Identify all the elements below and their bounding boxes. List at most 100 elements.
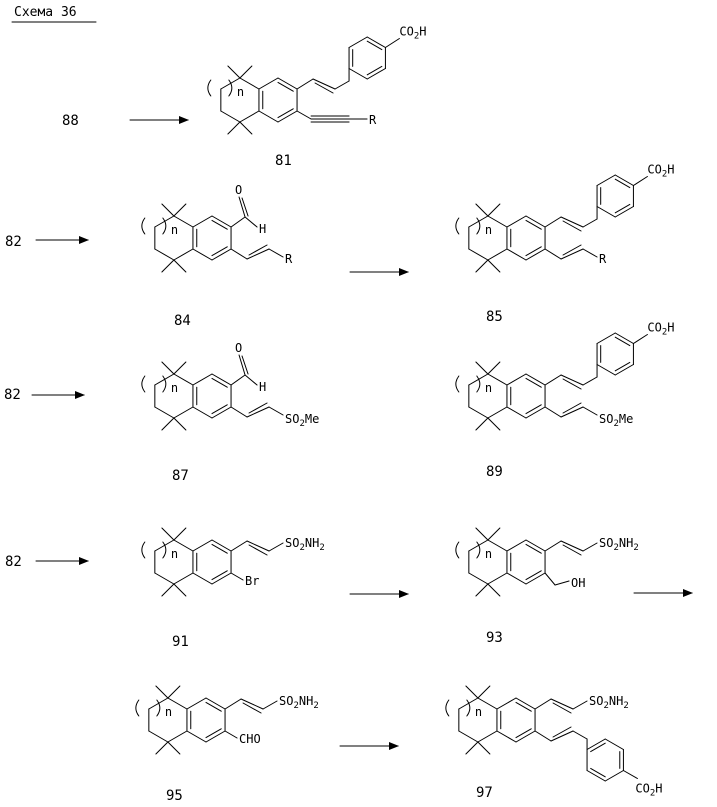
ring-size-n: n (485, 381, 492, 395)
carbonyl-bond (242, 356, 248, 374)
ring-size-n: n (165, 705, 172, 719)
start-compound-label: 82 (4, 387, 21, 403)
ring-size-n: n (237, 85, 244, 99)
ring-bond (174, 249, 193, 260)
ring-bond (193, 540, 212, 551)
ring-bond (469, 573, 488, 584)
methyl-bond (488, 260, 500, 272)
vinyl-bond (583, 219, 597, 227)
methyl-bond (488, 362, 500, 374)
compound-number: 97 (476, 785, 493, 801)
compound-number: 87 (172, 468, 189, 484)
carboxylic-acid-label: CO2H (647, 163, 674, 180)
aromatic-bond (591, 743, 606, 751)
methyl-bond (476, 204, 488, 216)
ring-bond (497, 731, 516, 742)
aromatic-bond (206, 702, 221, 711)
ring-bond (478, 731, 497, 742)
compound-number: 95 (166, 788, 183, 804)
ring-bond (597, 207, 615, 218)
methyl-bond (228, 66, 240, 78)
ring-bond (597, 175, 615, 186)
aromatic-bond (367, 66, 382, 74)
ring-bond (488, 407, 507, 418)
vinyl-bond (231, 249, 247, 259)
ring-bond (507, 540, 526, 551)
aromatic-bond (212, 405, 227, 414)
compound-number: 85 (486, 309, 503, 325)
ring-size-n: n (485, 547, 492, 561)
ring-bond (597, 365, 615, 376)
start-compound-label: 82 (5, 234, 22, 250)
ring-bond (597, 333, 615, 344)
methyl-bond (476, 260, 488, 272)
methyl-bond (156, 742, 168, 754)
aromatic-bond (212, 378, 227, 387)
substituent-bond (231, 573, 243, 580)
compound-85: nCO2HR85 (456, 163, 675, 326)
methyl-bond (162, 418, 174, 430)
methyl-bond (174, 260, 186, 272)
ring-bond (488, 249, 507, 260)
ring-size-n: n (171, 381, 178, 395)
start-compound-label: 88 (62, 113, 79, 129)
methyl-bond (476, 528, 488, 540)
ring-size-n: n (171, 223, 178, 237)
ring-bond (193, 573, 212, 584)
vinyl-bond (583, 543, 597, 551)
compound-87: nOHSO2Me87 (142, 341, 320, 484)
methyl-bond (476, 362, 488, 374)
aldehyde-h-bond (245, 375, 257, 385)
compound-95: n SO2NH2CHO 95 (136, 686, 319, 804)
oxygen-label: O (235, 341, 242, 355)
methyl-bond (476, 584, 488, 596)
vinyl-bond (583, 407, 597, 415)
compound-84: nOHR84 (142, 183, 293, 329)
ring-bond (193, 407, 212, 418)
r-group-label: R (369, 113, 377, 127)
ring-bond (488, 573, 507, 584)
ring-bracket-left (456, 376, 459, 392)
aromatic-bond (526, 220, 541, 229)
vinyl-bond (573, 731, 587, 739)
ring-bond (168, 731, 187, 742)
methyl-bond (162, 260, 174, 272)
ring-bracket-left (446, 700, 449, 716)
methyl-bond (162, 528, 174, 540)
methyl-bond (466, 742, 478, 754)
methyl-bond (488, 584, 500, 596)
methyl-bond (156, 686, 168, 698)
ring-bond (193, 249, 212, 260)
ring-bond (155, 573, 174, 584)
ring-size-n: n (171, 547, 178, 561)
substituent-label: CHO (239, 732, 261, 746)
ring-bond (155, 407, 174, 418)
vinyl-bond (269, 543, 283, 551)
vinyl-bond (545, 249, 561, 259)
ring-bond (193, 374, 212, 385)
sulfonamide-label: SO2NH2 (599, 536, 639, 553)
ring-bond (349, 37, 367, 48)
methyl-bond (240, 122, 252, 134)
vinyl-bond (535, 699, 551, 709)
vinyl-bond (297, 79, 313, 89)
sulfonamide-label: SO2NH2 (279, 694, 319, 711)
ring-bond (221, 111, 240, 122)
methyl-bond (174, 528, 186, 540)
sulfone-label: SO2Me (599, 412, 633, 429)
compound-number: 91 (172, 634, 189, 650)
oxygen-label: O (235, 183, 242, 197)
ring-size-n: n (485, 223, 492, 237)
methyl-bond (174, 584, 186, 596)
aromatic-bond (615, 362, 630, 370)
ring-bond (187, 731, 206, 742)
compound-93: nSO2NH2OH93 (456, 528, 639, 646)
vinyl-bond (583, 377, 597, 385)
carboxyl-bond (633, 335, 647, 344)
ring-bond (259, 78, 278, 89)
vinyl-bond (535, 731, 551, 741)
vinyl-bond (545, 541, 561, 551)
carboxylic-acid-label: CO2H (647, 321, 674, 338)
methyl-bond (488, 418, 500, 430)
